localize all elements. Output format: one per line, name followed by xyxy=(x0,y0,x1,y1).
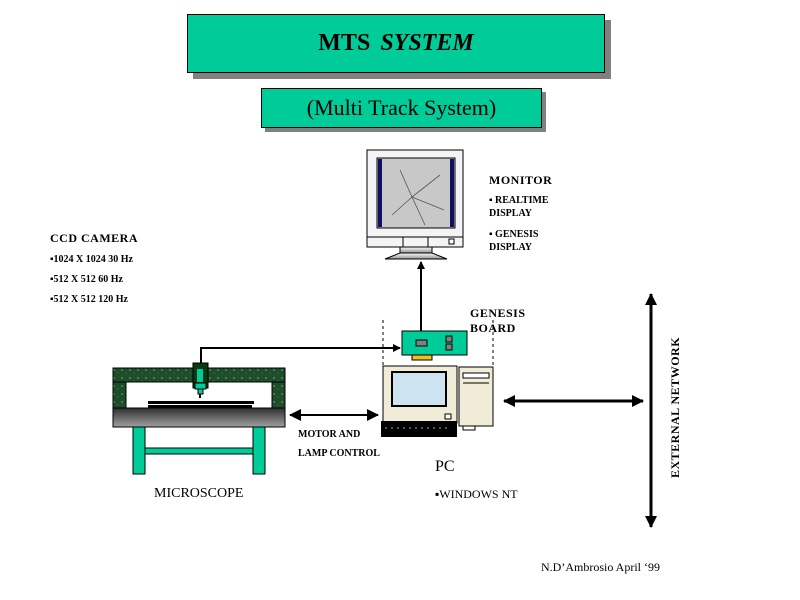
ccd-mode: ▪1024 X 1024 30 Hz xyxy=(50,254,133,265)
microscope-icon xyxy=(112,362,286,475)
monitor-feature-genesis: ▪ GENESIS DISPLAY xyxy=(489,229,539,253)
motor-control-label-1: MOTOR AND xyxy=(298,429,361,440)
footer-credit: N.D’Ambrosio April ‘99 xyxy=(541,560,660,574)
monitor-icon xyxy=(366,149,464,260)
genesis-board-label-2: BOARD xyxy=(470,321,516,335)
microscope-label: MICROSCOPE xyxy=(154,486,244,501)
genesis-board-icon xyxy=(401,330,468,361)
external-network-label: EXTERNAL NETWORK xyxy=(668,336,682,478)
monitor-feature-realtime: ▪ REALTIME DISPLAY xyxy=(489,195,549,219)
pc-os: ▪WINDOWS NT xyxy=(435,487,518,501)
title-box: MTS SYSTEM xyxy=(187,14,605,73)
title-italic: SYSTEM xyxy=(380,30,474,56)
pc-icon xyxy=(381,365,494,437)
genesis-board-label-1: GENESIS xyxy=(470,306,526,320)
subtitle-box: (Multi Track System) xyxy=(261,88,542,128)
ccd-mode: ▪512 X 512 120 Hz xyxy=(50,294,128,305)
pc-label: PC xyxy=(435,458,455,475)
subtitle: (Multi Track System) xyxy=(306,95,497,120)
monitor-label: MONITOR xyxy=(489,173,553,187)
title-main: MTS xyxy=(318,30,371,56)
ccd-mode: ▪512 X 512 60 Hz xyxy=(50,274,123,285)
camera-to-board-arrow xyxy=(200,344,401,363)
motor-control-label-2: LAMP CONTROL xyxy=(298,448,380,459)
ccd-camera-label: CCD CAMERA xyxy=(50,231,138,245)
